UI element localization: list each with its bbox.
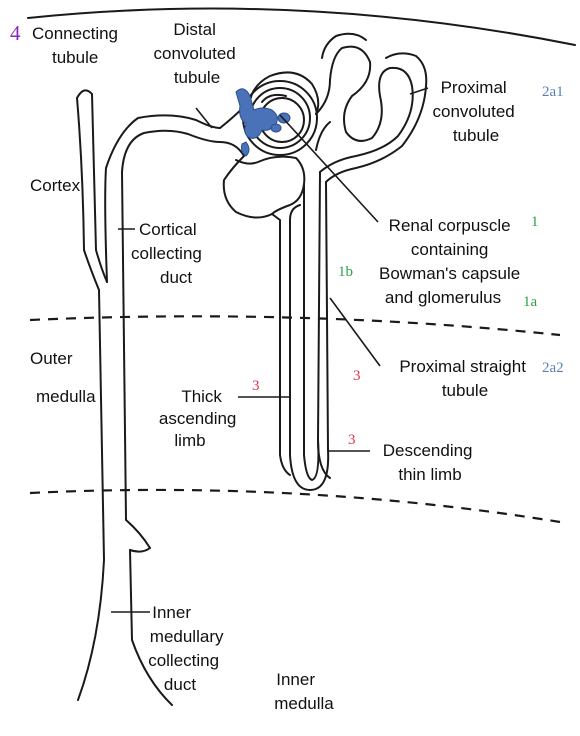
marker-thick-ascending: 3 <box>252 378 260 394</box>
marker-proximal-convoluted: 2a1 <box>542 84 564 100</box>
marker-connecting-tubule: 4 <box>10 21 21 45</box>
proximal-convoluted-tubule-label: Proximal convoluted tubule <box>433 78 520 145</box>
cortex-zone-label: Cortex <box>30 176 81 195</box>
marker-descending-thin: 3 <box>348 432 356 448</box>
marker-renal-corpuscle: 1 <box>531 214 539 230</box>
inner-medulla-zone-label: Inner medulla <box>274 670 334 713</box>
outer-medulla-zone-label: Outer medulla <box>30 349 96 406</box>
leader-lines <box>111 88 428 612</box>
cortical-collecting-duct-label: Cortical collecting duct <box>131 220 207 287</box>
marker-glomerulus-1a: 1a <box>523 294 538 310</box>
outer-inner-medulla-boundary <box>30 490 560 522</box>
connecting-tubule-label: Connecting tubule <box>32 24 123 67</box>
inner-medullary-collecting-duct-label: Inner medullary collecting duct <box>148 603 228 694</box>
proximal-straight-tubule-label: Proximal straight tubule <box>399 357 530 400</box>
cortex-outer-medulla-boundary <box>30 316 560 335</box>
marker-proximal-straight-3: 3 <box>353 368 361 384</box>
marker-proximal-straight: 2a2 <box>542 360 564 376</box>
renal-corpuscle-label: Renal corpuscle containing Bowman's caps… <box>379 216 525 307</box>
descending-thin-limb-label: Descending thin limb <box>383 441 478 484</box>
marker-capsule-1b: 1b <box>338 264 353 280</box>
thick-ascending-limb-label: Thick ascending limb <box>159 387 241 450</box>
distal-convoluted-tubule-label: Distal convoluted tubule <box>154 20 241 87</box>
renal-corpuscle <box>236 81 317 156</box>
